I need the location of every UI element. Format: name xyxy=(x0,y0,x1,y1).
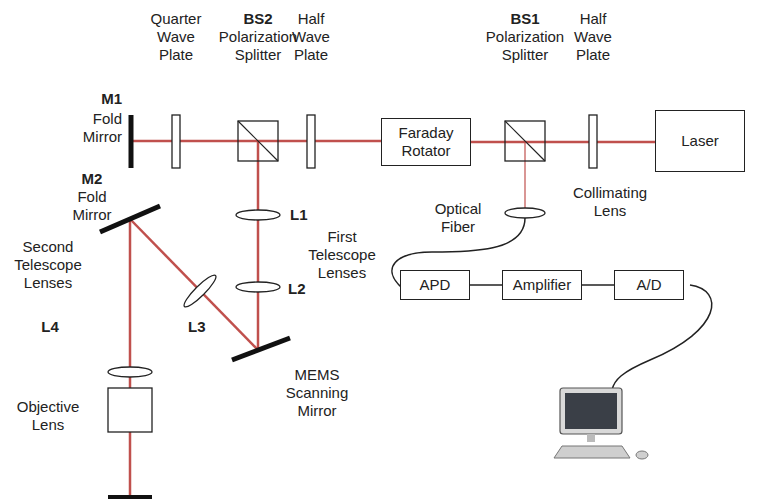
box-text: Faraday Rotator xyxy=(388,124,464,160)
part-id: L3 xyxy=(188,318,218,336)
lens xyxy=(236,210,280,220)
box-label: A/D xyxy=(636,276,661,294)
beam-splitter xyxy=(505,121,545,161)
splitter-diagonal xyxy=(505,121,545,161)
data-cable xyxy=(612,285,712,390)
apd-detector: APD xyxy=(400,270,470,300)
part-label: First Telescope Lenses xyxy=(300,228,384,282)
faraday-rotator: Faraday Rotator xyxy=(381,118,471,166)
wave-plate xyxy=(589,115,597,168)
objective-lens xyxy=(108,388,152,432)
part-label: Second Telescope Lenses xyxy=(6,238,90,292)
laser-beam xyxy=(130,140,381,143)
part-id: L1 xyxy=(290,206,320,224)
collimating-lens xyxy=(505,208,545,218)
box-text: A/D xyxy=(636,276,661,294)
part-label: Half Wave Plate xyxy=(286,10,336,64)
part-id: M2 xyxy=(67,170,117,188)
amplifier-box: Amplifier xyxy=(502,270,582,300)
lens xyxy=(108,367,152,377)
part-id: M1 xyxy=(66,90,122,108)
laser-source: Laser xyxy=(655,110,745,172)
part-label: MEMS Scanning Mirror xyxy=(275,366,359,420)
sample xyxy=(108,495,152,499)
box-label: Laser xyxy=(681,132,719,150)
mems-mirror xyxy=(232,338,290,360)
box-text: Amplifier xyxy=(513,276,571,294)
part-label: Fold Mirror xyxy=(66,110,122,146)
wave-plate xyxy=(307,115,315,168)
part-id: BS2 xyxy=(223,10,293,28)
lens xyxy=(236,282,280,292)
box-text: APD xyxy=(420,276,451,294)
lens xyxy=(181,272,219,310)
part-label: Objective Lens xyxy=(6,398,90,434)
signal-wire xyxy=(582,284,614,286)
part-label: Polarization Splitter xyxy=(475,28,575,64)
part-label: Collimating Lens xyxy=(560,184,660,220)
fold-mirror xyxy=(129,115,134,168)
part-label: Fold Mirror xyxy=(67,188,117,224)
beam-splitter xyxy=(238,121,278,161)
return-beam xyxy=(524,141,525,210)
ad-converter: A/D xyxy=(614,270,684,300)
part-id: BS1 xyxy=(490,10,560,28)
box-label: Amplifier xyxy=(513,276,571,294)
part-id: L4 xyxy=(35,318,65,336)
signal-wire xyxy=(470,284,502,286)
splitter-diagonal xyxy=(238,121,278,161)
laser-beam xyxy=(471,141,655,144)
wave-plate xyxy=(172,115,180,168)
part-id: L2 xyxy=(288,280,318,298)
box-label: Faraday Rotator xyxy=(388,124,464,160)
computer-icon xyxy=(554,388,648,459)
box-text: Laser xyxy=(681,132,719,150)
part-label: Half Wave Plate xyxy=(568,10,618,64)
laser-beam xyxy=(129,219,132,496)
laser-beam xyxy=(257,141,260,350)
box-label: APD xyxy=(420,276,451,294)
part-label: Quarter Wave Plate xyxy=(141,10,211,64)
part-label: Optical Fiber xyxy=(425,200,491,236)
